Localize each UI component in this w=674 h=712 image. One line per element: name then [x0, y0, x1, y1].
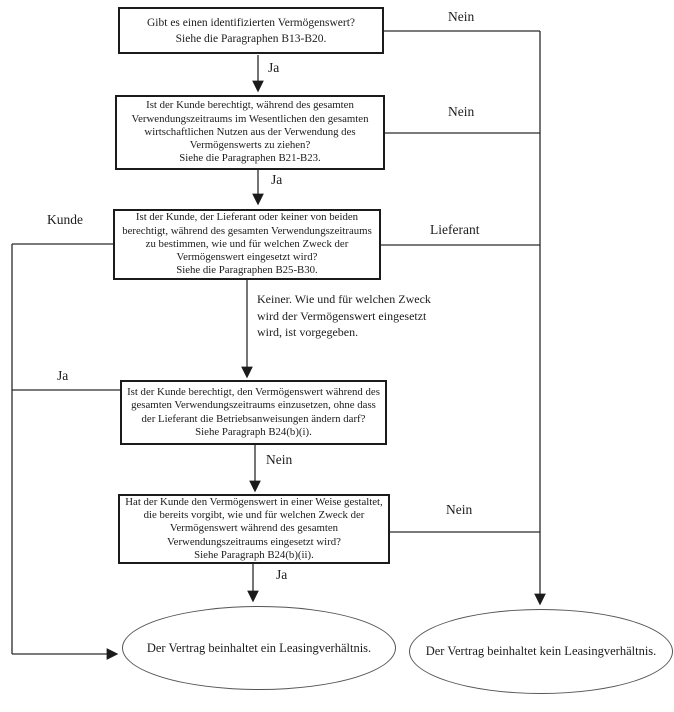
- decision-box-predesigned-asset: Hat der Kunde den Vermögenswert in einer…: [118, 494, 390, 564]
- edge-label-nein-q4: Nein: [266, 452, 293, 467]
- edge-annotation-keiner: Keiner. Wie und für welchen Zweck wird d…: [257, 292, 431, 339]
- edge-label-lieferant-q3: Lieferant: [430, 222, 480, 237]
- edge-label-nein-q2: Nein: [448, 104, 475, 119]
- decision-box-identified-asset: Gibt es einen identifizierten Vermögensw…: [118, 7, 384, 54]
- terminal-contract-is-not-lease: Der Vertrag beinhaltet kein Leasingverhä…: [409, 609, 673, 694]
- edge-label-ja-q2: Ja: [271, 172, 283, 187]
- terminal-contract-is-lease: Der Vertrag beinhaltet ein Leasingverhäl…: [122, 606, 396, 690]
- decision-box-economic-benefits: Ist der Kunde berechtigt, während des ge…: [115, 95, 385, 170]
- edge-label-nein-q1: Nein: [448, 9, 475, 24]
- edge-label-ja-q5: Ja: [276, 567, 288, 582]
- edge-label-kunde-q3: Kunde: [47, 212, 83, 227]
- edge-label-ja-q4: Ja: [57, 368, 69, 383]
- decision-box-who-directs-use: Ist der Kunde, der Lieferant oder keiner…: [113, 209, 381, 280]
- decision-box-operate-asset: Ist der Kunde berechtigt, den Vermögensw…: [120, 380, 387, 445]
- edge-label-ja-q1: Ja: [268, 60, 280, 75]
- edge-label-nein-q5: Nein: [446, 502, 473, 517]
